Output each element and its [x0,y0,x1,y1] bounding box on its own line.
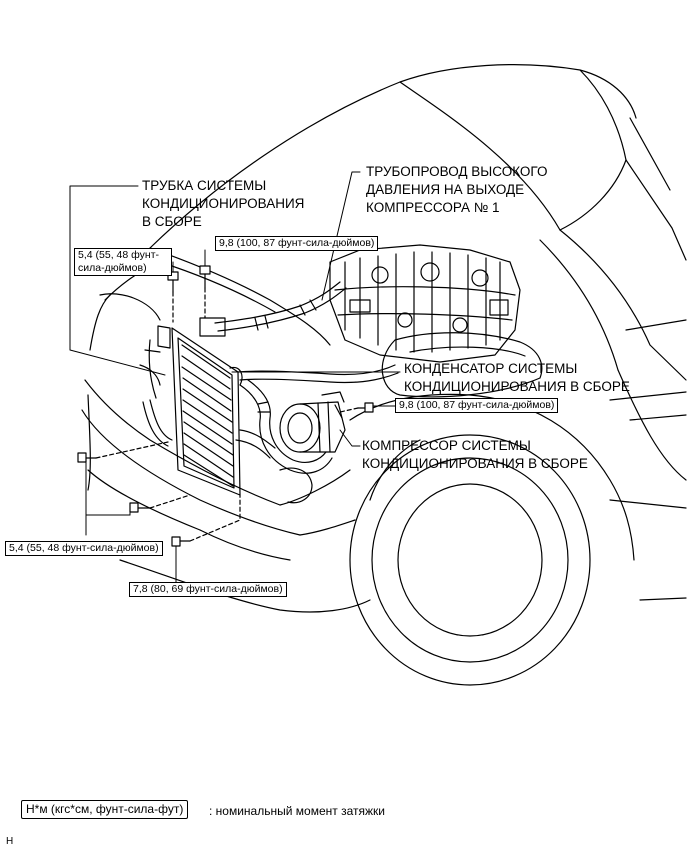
torque-box-compressor-bolt: 9,8 (100, 87 фунт-сила-дюймов) [395,398,559,413]
discharge-pipe [199,281,347,337]
torque-box-pipe-bolt: 5,4 (55, 48 фунт-сила-дюймов) [74,248,172,276]
condenser-label: КОНДЕНСАТОР СИСТЕМЫ КОНДИЦИОНИРОВАНИЯ В … [404,360,630,396]
figure-code: H [6,836,14,847]
legend-unit-box: Н*м (кгс*см, фунт-сила-фут) [21,800,189,819]
legend-description: : номинальный момент затяжки [209,804,385,818]
compressor-line-2: КОНДИЦИОНИРОВАНИЯ В СБОРЕ [362,456,588,471]
pipe-assembly-label: ТРУБКА СИСТЕМЫ КОНДИЦИОНИРОВАНИЯ В СБОРЕ [142,177,304,231]
bolt-icon [357,402,374,413]
dashed-guides [95,287,359,542]
bolt-icon [129,502,151,513]
compressor-line-1: КОМПРЕССОР СИСТЕМЫ [362,438,531,453]
condenser-line-2: КОНДИЦИОНИРОВАНИЯ В СБОРЕ [404,379,630,394]
discharge-pipe-line-1: ТРУБОПРОВОД ВЫСОКОГО [366,164,548,179]
compressor [279,391,346,453]
liquid-line [237,364,399,384]
discharge-pipe-label: ТРУБОПРОВОД ВЫСОКОГО ДАВЛЕНИЯ НА ВЫХОДЕ … [366,163,547,217]
engine-block [329,244,521,363]
torque-box-condenser-bolts: 5,4 (55, 48 фунт-сила-дюймов) [5,541,163,556]
condenser-line-1: КОНДЕНСАТОР СИСТЕМЫ [404,361,578,376]
suction-hose [235,379,333,474]
compressor-label: КОМПРЕССОР СИСТЕМЫ КОНДИЦИОНИРОВАНИЯ В С… [362,437,588,473]
pipe-assembly-line-1: ТРУБКА СИСТЕМЫ [142,178,267,193]
discharge-pipe-line-3: КОМПРЕССОРА № 1 [366,200,500,215]
torque-box-lower-bolt: 7,8 (80, 69 фунт-сила-дюймов) [129,582,287,597]
pipe-assembly-line-2: КОНДИЦИОНИРОВАНИЯ [142,196,305,211]
bolt-icon [77,452,97,463]
condenser [139,325,243,496]
pipe-assembly-line-3: В СБОРЕ [142,214,202,229]
discharge-pipe-line-2: ДАВЛЕНИЯ НА ВЫХОДЕ [366,182,525,197]
bolt-icon [171,536,191,547]
torque-box-pipe-nut: 9,8 (100, 87 фунт-сила-дюймов) [215,236,379,251]
leader-lines [69,171,401,583]
bolt-icon [199,265,211,289]
